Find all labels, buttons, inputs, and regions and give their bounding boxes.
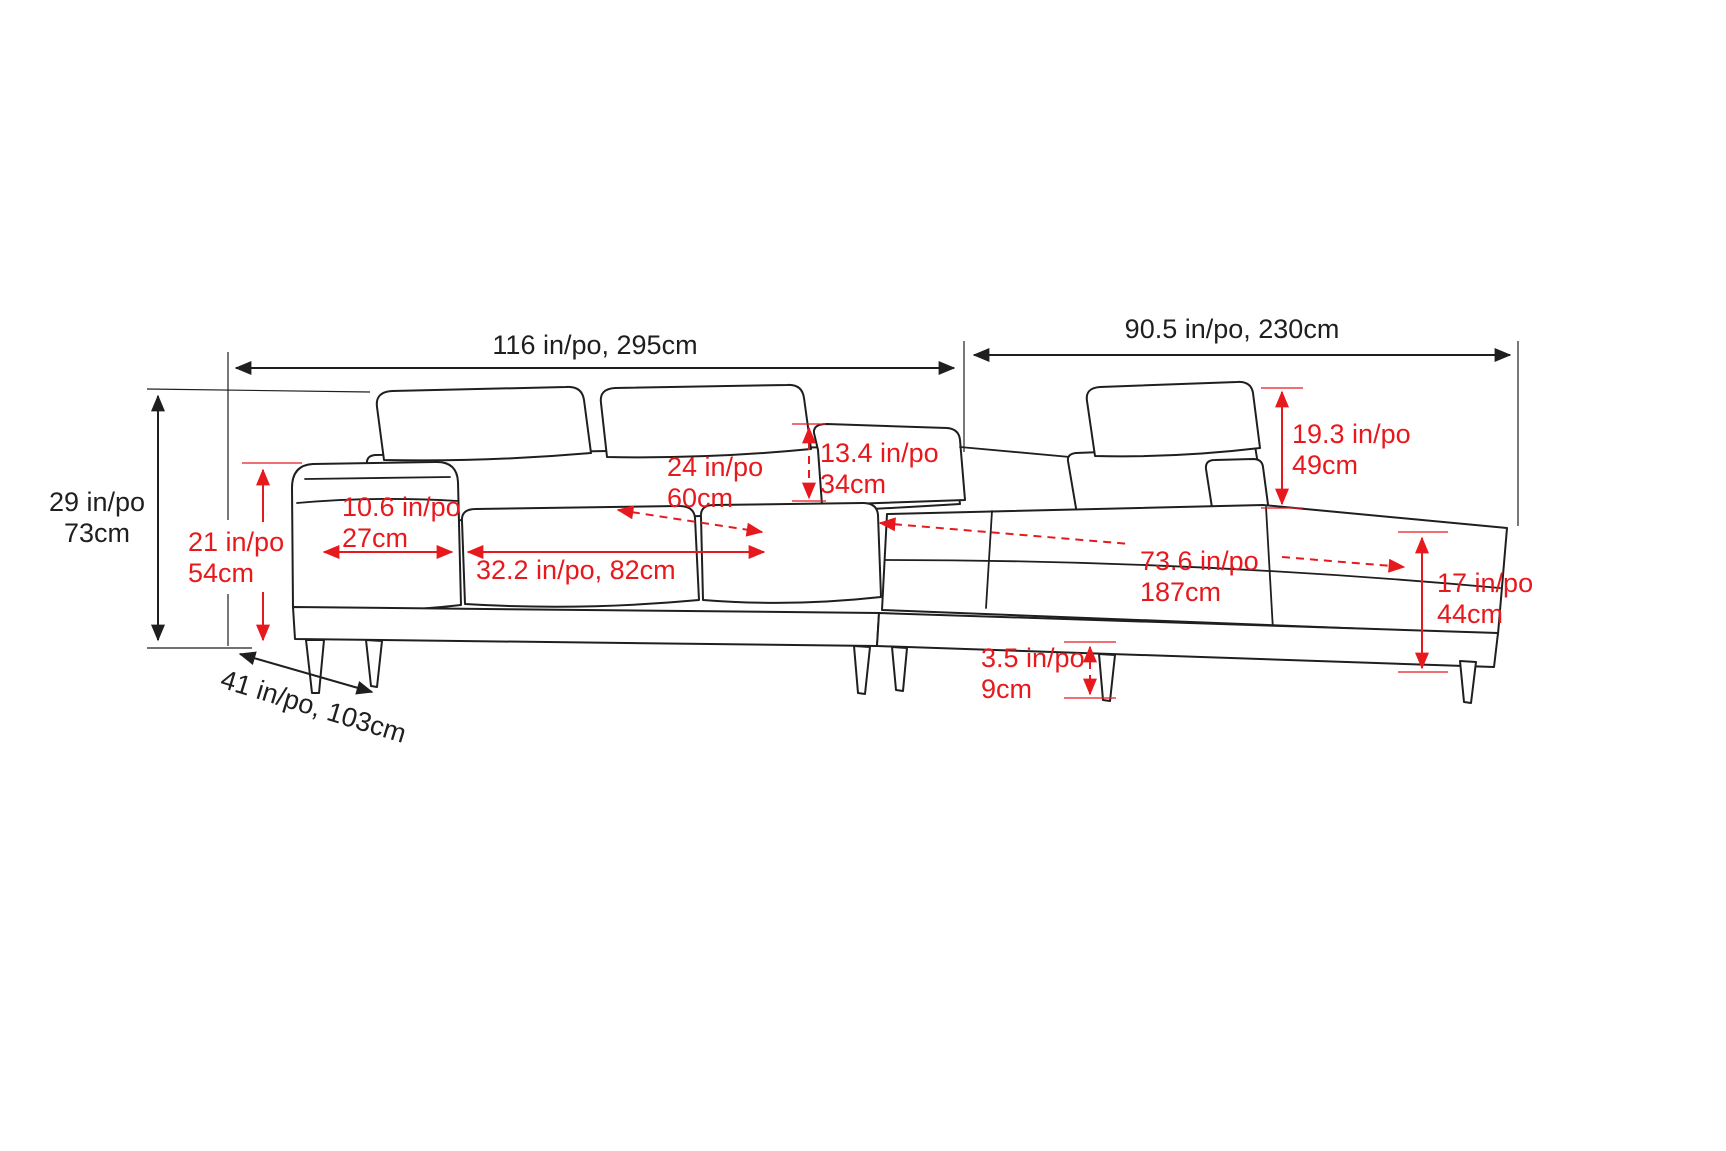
sofa-leg-3	[853, 645, 871, 695]
left-section-width-label: 116 in/po, 295cm	[492, 330, 698, 360]
leg-height-cm: 9cm	[981, 674, 1033, 705]
cushion-width-label: 24 in/po 60cm	[667, 452, 763, 514]
chaise-length-cm: 187cm	[1140, 577, 1222, 608]
sofa-headrest-2	[599, 383, 812, 459]
sofa-headrest-1	[375, 385, 592, 462]
arrow-chaise-length-right	[1281, 556, 1406, 573]
backrest-height-inches: 13.4 in/po	[820, 438, 939, 468]
leg-height-label: 3.5 in/po 9cm	[981, 643, 1085, 705]
sofa-leg-2	[365, 639, 383, 688]
chaise-height-cm: 44cm	[1437, 599, 1504, 630]
sofa-leg-1	[305, 639, 325, 694]
sofa-leg-6	[1459, 660, 1477, 704]
armrest-left-top-seam	[304, 476, 451, 480]
headrest-height-label: 19.3 in/po 49cm	[1292, 419, 1411, 481]
dimension-lines-red	[242, 387, 1448, 699]
sofa-armrest-right	[1204, 458, 1270, 515]
seat-height-cm: 54cm	[188, 558, 255, 589]
chaise-height-label: 17 in/po 44cm	[1437, 568, 1533, 630]
dimension-lines-black	[146, 341, 1519, 695]
arrow-cushion-width	[616, 505, 764, 537]
cushion-width-inches: 24 in/po	[667, 452, 764, 482]
armrest-width-cm: 27cm	[342, 523, 409, 554]
overall-height-inches: 29 in/po	[48, 487, 146, 517]
headrest-height-inches: 19.3 in/po	[1292, 419, 1411, 449]
sofa-headrest-3	[1085, 380, 1261, 458]
chaise-seam-1	[985, 510, 993, 609]
armrest-width-label: 10.6 in/po 27cm	[342, 492, 461, 554]
chaise-height-inches: 17 in/po	[1437, 568, 1534, 598]
right-section-width-label: 90.5 in/po, 230cm	[1124, 314, 1340, 344]
chaise-length-label: 73.6 in/po 187cm	[1140, 546, 1259, 608]
overall-height-label: 29 in/po 73cm	[27, 487, 167, 549]
cushion-width-cm: 60cm	[667, 483, 734, 514]
sofa-corner-seam	[959, 446, 1071, 458]
sofa-base-right	[876, 612, 1499, 668]
seat-height-inches: 21 in/po	[188, 527, 285, 557]
chaise-length-inches: 73.6 in/po	[1140, 546, 1259, 576]
ext-line-height-top	[146, 388, 371, 393]
leg-height-inches: 3.5 in/po	[981, 643, 1085, 673]
backrest-height-label: 13.4 in/po 34cm	[820, 438, 939, 500]
seat-height-label: 21 in/po 54cm	[188, 527, 284, 589]
sofa-leg-5	[1098, 653, 1116, 702]
arrow-overall-depth	[238, 651, 374, 695]
armrest-left-pad-seam	[296, 498, 459, 504]
seat-width-label: 32.2 in/po, 82cm	[476, 555, 676, 585]
headrest-height-cm: 49cm	[1292, 450, 1359, 481]
chaise-seam-2	[1265, 506, 1274, 631]
backrest-height-cm: 34cm	[820, 469, 887, 500]
armrest-width-inches: 10.6 in/po	[342, 492, 461, 522]
chaise-front-edge	[885, 559, 1501, 589]
overall-height-cm: 73cm	[63, 518, 131, 549]
sofa-leg-4	[891, 646, 908, 692]
